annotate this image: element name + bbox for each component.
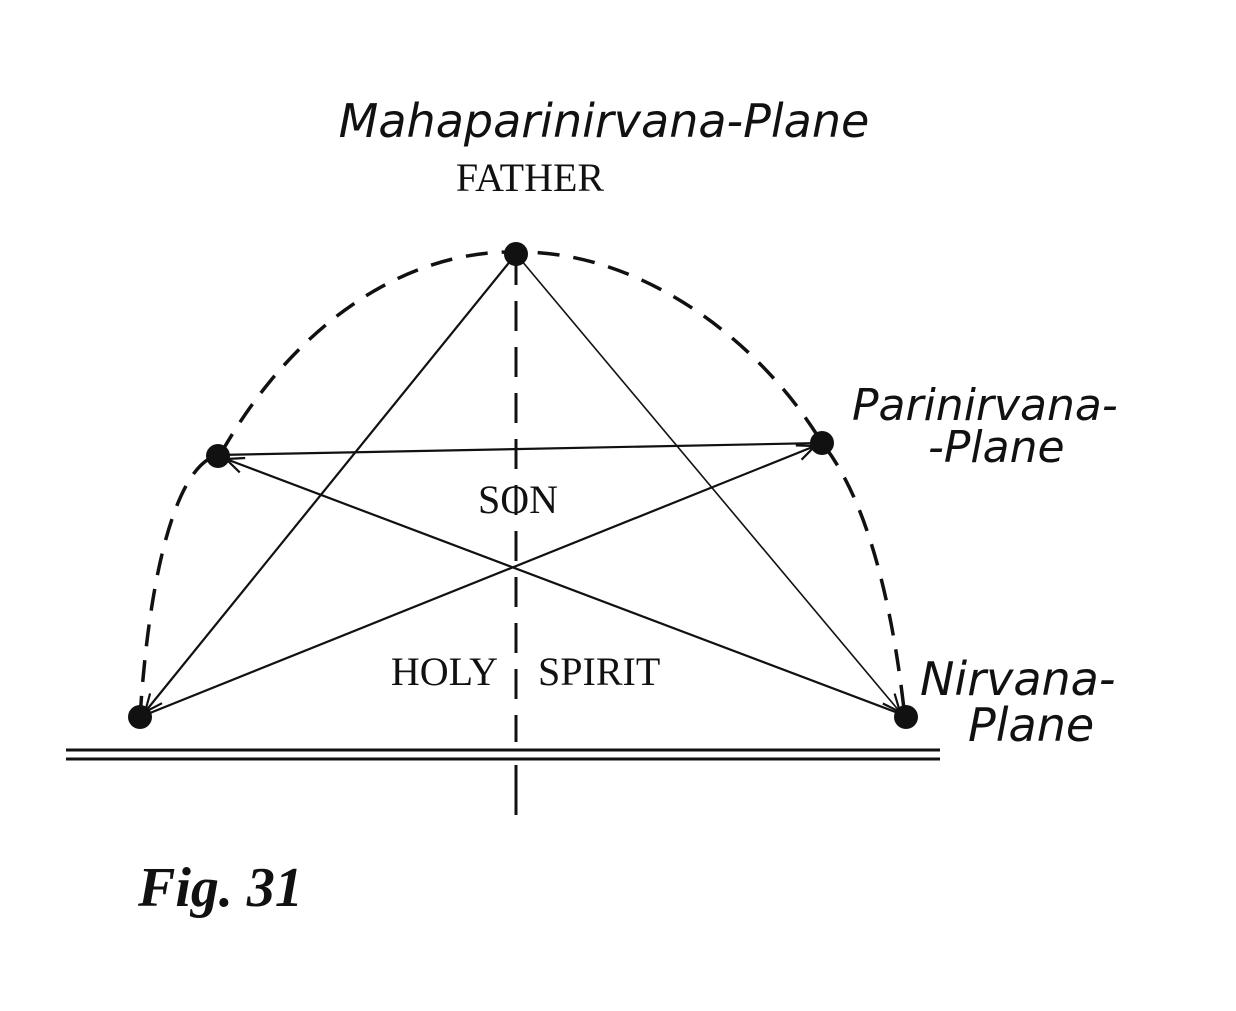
label-mahaparinirvana-plane: Mahaparinirvana-Plane [339, 94, 870, 148]
arrow-father-to-left-bottom [145, 253, 517, 712]
label-holy: HOLY [391, 649, 498, 694]
arrow-left-bottom-to-parinirvana [139, 446, 815, 719]
label-father: FATHER [456, 155, 604, 200]
label-spirit: SPIRIT [538, 649, 660, 694]
node-parinirvana [810, 431, 834, 455]
arrow-nirvana-to-left-mid [226, 459, 907, 718]
figure-caption: Fig. 31 [137, 857, 303, 919]
node-father [504, 242, 528, 266]
node-nirvana [894, 705, 918, 729]
label-parinirvana-line1: Parinirvana- [852, 380, 1118, 431]
arrow-father-to-nirvana [515, 253, 900, 712]
label-son: SON [478, 477, 558, 522]
label-nirvana-line2: Plane [968, 698, 1094, 752]
label-parinirvana-line2: -Plane [928, 422, 1065, 473]
label-nirvana-line1: Nirvana- [920, 652, 1115, 706]
line-left-mid-to-parinirvana [217, 441, 823, 457]
node-left-bottom [128, 705, 152, 729]
node-left-mid [206, 444, 230, 468]
